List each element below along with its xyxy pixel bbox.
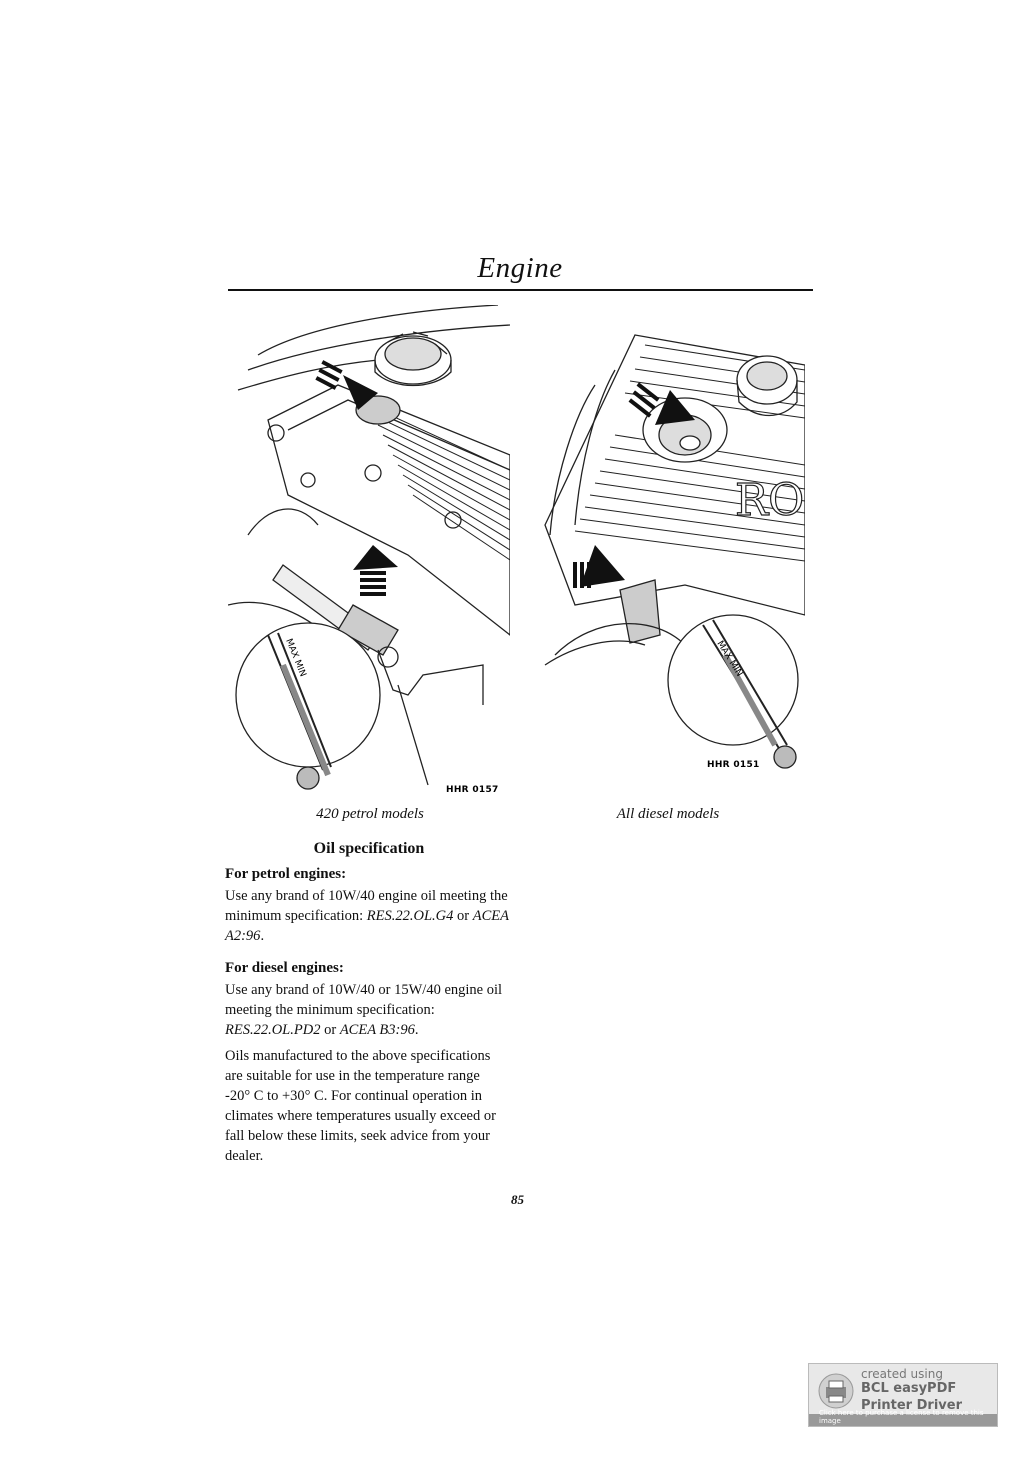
page-number: 85: [511, 1192, 524, 1207]
diesel-spec-2: ACEA B3:96: [339, 1022, 415, 1038]
petrol-paragraph: Use any brand of 10W/40 engine oil meeti…: [225, 886, 515, 946]
petrol-end: .: [260, 928, 265, 944]
diesel-text: Use any brand of 10W/40 or 15W/40 engine…: [225, 982, 503, 1018]
petrol-text: Use any brand of 10W/40 engine oil meeti…: [225, 888, 508, 924]
petrol-joiner: or: [453, 908, 473, 924]
petrol-heading: For petrol engines:: [225, 866, 347, 882]
diesel-end: .: [414, 1022, 419, 1038]
printer-logo-icon: [818, 1373, 854, 1409]
watermark-purchase-link[interactable]: Click here to purchase a license to remo…: [819, 1409, 984, 1425]
watermark-line-2: BCL easyPDF: [861, 1381, 957, 1396]
diesel-paragraph: Use any brand of 10W/40 or 15W/40 engine…: [225, 980, 515, 1040]
oil-spec-heading: Oil specification: [313, 840, 425, 857]
section-title: Engine: [477, 252, 563, 284]
diesel-engine-illustration: RO MAX MIN HHR 0151: [544, 334, 805, 770]
bcl-easypdf-watermark[interactable]: created using BCL easyPDF Printer Driver…: [808, 1363, 998, 1427]
petrol-figure-code: HHR 0157: [446, 785, 499, 795]
diesel-figure-code: HHR 0151: [707, 760, 760, 770]
diesel-spec-1: RES.22.OL.PD2: [225, 1022, 321, 1038]
diesel-joiner: or: [320, 1022, 340, 1038]
temperature-note: Oils manufactured to the above specifica…: [225, 1048, 496, 1164]
watermark-purchase-bar[interactable]: Click here to purchase a license to remo…: [809, 1409, 997, 1426]
diesel-heading: For diesel engines:: [225, 960, 344, 976]
watermark-line-1: created using: [861, 1367, 943, 1381]
petrol-engine-illustration: MAX MIN HHR 0157: [228, 305, 510, 795]
diesel-figure-caption: All diesel models: [616, 806, 720, 822]
engine-cover-lettering: RO: [735, 475, 804, 526]
header-rule: [228, 289, 813, 291]
petrol-spec-1: RES.22.OL.G4: [366, 908, 454, 924]
petrol-figure-caption: 420 petrol models: [316, 806, 424, 822]
petrol-spec-2: ACEA A2:96: [225, 908, 509, 944]
watermark-line-3: Printer Driver: [861, 1398, 962, 1413]
